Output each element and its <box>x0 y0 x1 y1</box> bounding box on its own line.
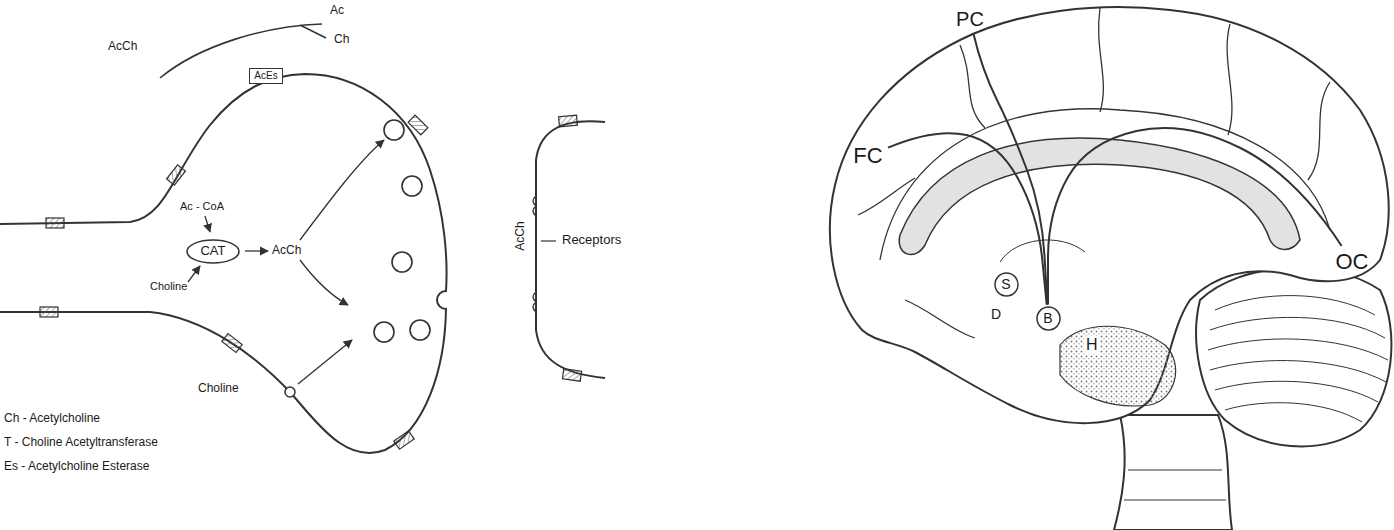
projection-line <box>1048 128 1342 305</box>
reaction-arrow <box>188 140 384 384</box>
nucleus-circle: B <box>1036 306 1061 331</box>
molecule-label: Ac - CoA <box>180 200 224 213</box>
molecule-label: AcCh <box>272 244 301 258</box>
region-label: OC <box>1333 248 1372 276</box>
molecule-label: Choline <box>150 280 187 293</box>
node-text: S <box>1001 276 1010 292</box>
region-label: PC <box>953 7 987 32</box>
membrane-protein <box>40 115 582 449</box>
brain-drawing <box>830 7 1392 530</box>
node-text: AcEs <box>254 70 277 82</box>
molecule-label: Ch <box>334 33 349 47</box>
enzyme-box: AcEs <box>249 68 283 84</box>
outline <box>187 240 239 263</box>
region-label: H <box>1084 336 1100 354</box>
molecule-label: AcCh <box>108 40 137 54</box>
node-text: PC <box>956 8 984 31</box>
legend-text: Es - Acetylcholine Esterase <box>4 460 149 474</box>
synapse-drawing <box>0 24 605 453</box>
molecule-label: Choline <box>198 382 239 396</box>
receptor-label: Receptors <box>562 233 621 248</box>
nucleus-circle: S <box>994 272 1019 297</box>
legend-text: T - Choline Acetyltransferase <box>4 436 158 450</box>
legend-text: Ch - Acetylcholine <box>4 412 100 426</box>
node-text: CAT <box>200 244 225 259</box>
region-label: D <box>991 306 1001 322</box>
projection-line <box>973 34 1047 305</box>
outline <box>995 273 1018 296</box>
molecule-label: AcCh <box>514 221 528 250</box>
outline <box>1037 307 1060 330</box>
vesicle <box>374 120 430 342</box>
molecule-label: Ac <box>330 4 344 18</box>
node-text: OC <box>1336 249 1369 274</box>
region-label: FC <box>850 142 886 170</box>
transporter <box>285 387 295 397</box>
node-text: B <box>1043 310 1052 326</box>
enzyme-ellipse: CAT <box>186 239 240 264</box>
node-text: FC <box>853 143 882 168</box>
